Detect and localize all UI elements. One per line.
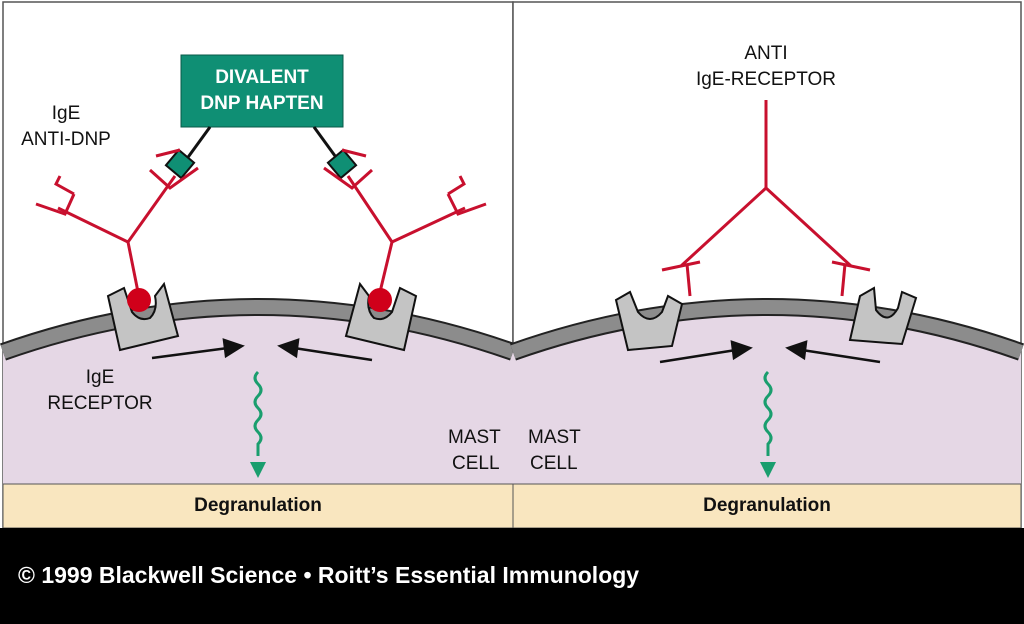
mast-cell-label-right-line1: MAST xyxy=(528,427,581,448)
hapten-label-line1: DIVALENT xyxy=(215,67,309,88)
ige-receptor-label-line1: IgE xyxy=(85,367,115,388)
aggregation-arrows-left xyxy=(151,338,373,362)
receptor-bound-fc-right xyxy=(368,288,392,312)
degranulation-label-right: Degranulation xyxy=(703,495,831,516)
ige-antibody-right xyxy=(323,148,487,293)
left-membrane-fill xyxy=(0,300,516,359)
mast-cell-label-left-line1: MAST xyxy=(448,427,501,448)
ige-receptor-label-line2: RECEPTOR xyxy=(47,393,153,414)
signal-wave-right xyxy=(763,370,773,456)
dnp-square-right xyxy=(326,148,358,180)
signal-wave-left xyxy=(253,370,263,456)
ige-receptor-left xyxy=(106,281,180,352)
anti-ige-receptor-label-line1: ANTI xyxy=(744,43,788,64)
aggregation-arrows-right xyxy=(659,340,881,364)
dnp-square-left xyxy=(164,148,196,180)
signal-arrowhead-right xyxy=(760,462,776,478)
ige-receptor-empty-left xyxy=(614,290,684,352)
right-membrane-fill xyxy=(510,300,1024,359)
ige-receptor-empty-right xyxy=(848,286,918,346)
mast-cell-label-right-line2: CELL xyxy=(530,453,578,474)
anti-ige-receptor-antibody xyxy=(661,100,871,297)
footer-bar xyxy=(0,528,1024,624)
hapten-linker-left xyxy=(184,126,212,161)
ige-antibody-left xyxy=(35,148,199,293)
divalent-hapten-box xyxy=(180,54,344,128)
copyright-text: © 1999 Blackwell Science • Roitt’s Essen… xyxy=(18,562,640,588)
ige-anti-dnp-label-line2: ANTI-DNP xyxy=(21,129,111,150)
ige-anti-dnp-label-line1: IgE xyxy=(51,103,81,124)
anti-ige-receptor-label-line2: IgE-RECEPTOR xyxy=(695,69,837,90)
mast-cell-label-left-line2: CELL xyxy=(452,453,500,474)
hapten-linker-right xyxy=(312,126,340,161)
signal-arrowhead-left xyxy=(250,462,266,478)
receptor-bound-fc-left xyxy=(127,288,151,312)
degranulation-label-left: Degranulation xyxy=(194,495,322,516)
hapten-label-line2: DNP HAPTEN xyxy=(200,93,324,114)
